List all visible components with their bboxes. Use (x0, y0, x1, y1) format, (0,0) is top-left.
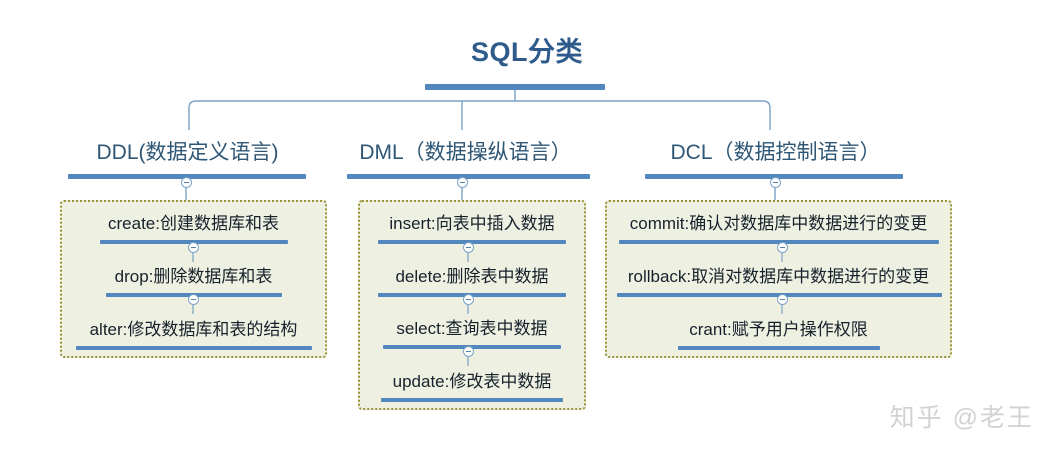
list-item-label: update:修改表中数据 (392, 372, 552, 392)
branch-ddl-item-list: create:创建数据库和表 drop:删除数据库和表 alter:修改数据库和… (62, 202, 325, 356)
list-item[interactable]: create:创建数据库和表 (72, 210, 315, 244)
branch-ddl-collapse-toggle[interactable] (181, 177, 192, 188)
list-item-underline-bar (381, 398, 563, 403)
branch-dcl-box: commit:确认对数据库中数据进行的变更 rollback:取消对数据库中数据… (605, 200, 952, 358)
list-item-label: select:查询表中数据 (396, 319, 548, 339)
list-item[interactable]: delete:删除表中数据 (370, 263, 574, 297)
list-item-collapse-toggle[interactable] (777, 242, 788, 253)
list-item-collapse-toggle[interactable] (188, 294, 199, 305)
branch-dml-item-list: insert:向表中插入数据 delete:删除表中数据 select:查询表中… (360, 202, 584, 408)
list-item-label: drop:删除数据库和表 (114, 267, 273, 286)
list-item-label: delete:删除表中数据 (395, 266, 549, 286)
list-item[interactable]: drop:删除数据库和表 (72, 263, 315, 297)
list-item-underline-bar (378, 240, 566, 244)
list-item-underline-bar (677, 346, 880, 350)
list-item-collapse-toggle[interactable] (463, 242, 474, 253)
branch-dml-collapse-toggle[interactable] (457, 177, 468, 188)
list-item-label: crant:赋予用户操作权限 (689, 320, 868, 339)
branch-ddl-underline-bar (68, 174, 306, 179)
list-item-collapse-toggle[interactable] (463, 346, 474, 357)
list-item-label: create:创建数据库和表 (108, 214, 279, 233)
list-item-label: rollback:取消对数据库中数据进行的变更 (627, 267, 930, 286)
branch-ddl-box: create:创建数据库和表 drop:删除数据库和表 alter:修改数据库和… (60, 200, 327, 358)
list-item-label: commit:确认对数据库中数据进行的变更 (629, 214, 928, 233)
branch-dcl-underline-bar (645, 174, 903, 179)
list-item[interactable]: insert:向表中插入数据 (370, 210, 574, 244)
branch-dml-underline-bar (347, 174, 590, 179)
watermark: 知乎 @老王 (889, 404, 1034, 432)
list-item-collapse-toggle[interactable] (463, 294, 474, 305)
branch-dml-box: insert:向表中插入数据 delete:删除表中数据 select:查询表中… (358, 200, 586, 410)
title-underline-bar (425, 84, 605, 90)
list-item-collapse-toggle[interactable] (777, 294, 788, 305)
branch-dcl-collapse-toggle[interactable] (770, 177, 781, 188)
list-item[interactable]: alter:修改数据库和表的结构 (72, 316, 315, 350)
list-item-label: insert:向表中插入数据 (389, 214, 555, 233)
list-item[interactable]: rollback:取消对数据库中数据进行的变更 (617, 263, 942, 297)
branch-ddl-header[interactable]: DDL(数据定义语言) (96, 141, 279, 164)
branch-dcl-item-list: commit:确认对数据库中数据进行的变更 rollback:取消对数据库中数据… (607, 202, 950, 356)
branch-dcl-header[interactable]: DCL（数据控制语言） (670, 141, 881, 164)
branch-dml-header[interactable]: DML（数据操纵语言） (359, 141, 572, 164)
list-item[interactable]: commit:确认对数据库中数据进行的变更 (617, 210, 940, 244)
list-item-underline-bar (75, 346, 312, 350)
list-item-label: alter:修改数据库和表的结构 (89, 320, 298, 339)
list-item[interactable]: crant:赋予用户操作权限 (617, 316, 940, 350)
page-title: SQL分类 (470, 37, 583, 67)
list-item[interactable]: select:查询表中数据 (370, 315, 574, 350)
list-item[interactable]: update:修改表中数据 (370, 368, 574, 403)
list-item-collapse-toggle[interactable] (188, 242, 199, 253)
